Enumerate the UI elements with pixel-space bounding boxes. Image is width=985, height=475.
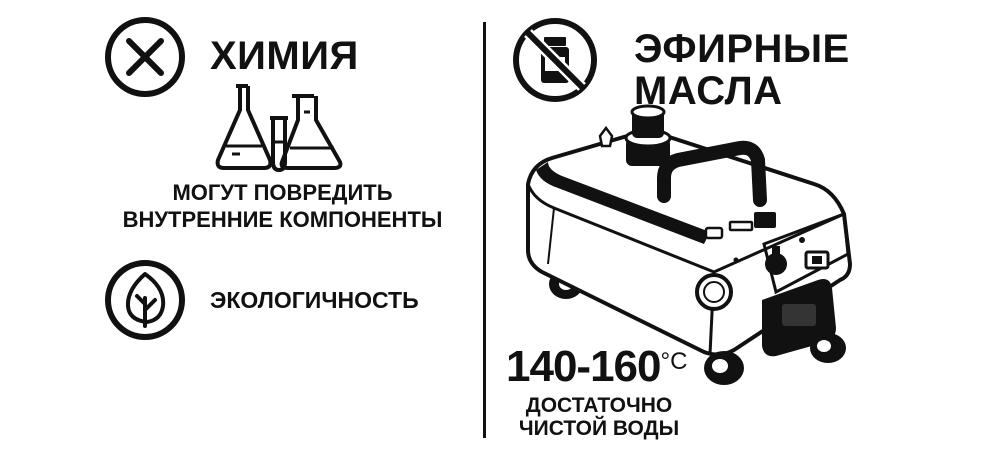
temperature-unit: °C xyxy=(660,348,688,375)
oils-title: ЭФИРНЫЕ МАСЛА xyxy=(634,28,850,112)
chemistry-block: ХИМИЯ МОГУТ ПОВРЕДИТЬ ВНУТРЕННИЕ КОМПОНЕ… xyxy=(0,0,483,475)
chemistry-caption: МОГУТ ПОВРЕДИТЬ ВНУТРЕННИЕ КОМПОНЕНТЫ xyxy=(105,180,460,234)
temperature-value: 140-160 xyxy=(506,342,661,391)
chemistry-caption-line1: МОГУТ ПОВРЕДИТЬ xyxy=(172,180,393,205)
leaf-circle-icon xyxy=(105,260,185,340)
no-oil-bottle-icon xyxy=(513,18,597,102)
essential-oils-block: ЭФИРНЫЕ МАСЛА xyxy=(486,0,985,475)
steam-cleaner-icon xyxy=(526,104,852,385)
cross-circle-icon xyxy=(105,17,185,97)
water-caption-line1: ДОСТАТОЧНО xyxy=(525,394,673,417)
panel-divider xyxy=(483,22,486,438)
water-caption: ДОСТАТОЧНО ЧИСТОЙ ВОДЫ xyxy=(510,394,688,440)
lab-flasks-icon xyxy=(215,84,343,172)
chemistry-title: ХИМИЯ xyxy=(210,34,359,78)
oils-title-line2: МАСЛА xyxy=(634,69,783,113)
oils-title-line1: ЭФИРНЫЕ xyxy=(634,27,850,71)
eco-label: ЭКОЛОГИЧНОСТЬ xyxy=(210,287,419,313)
chemistry-caption-line2: ВНУТРЕННИЕ КОМПОНЕНТЫ xyxy=(122,206,443,232)
temperature-readout: 140-160°C xyxy=(506,345,687,389)
water-caption-line2: ЧИСТОЙ ВОДЫ xyxy=(518,417,680,441)
